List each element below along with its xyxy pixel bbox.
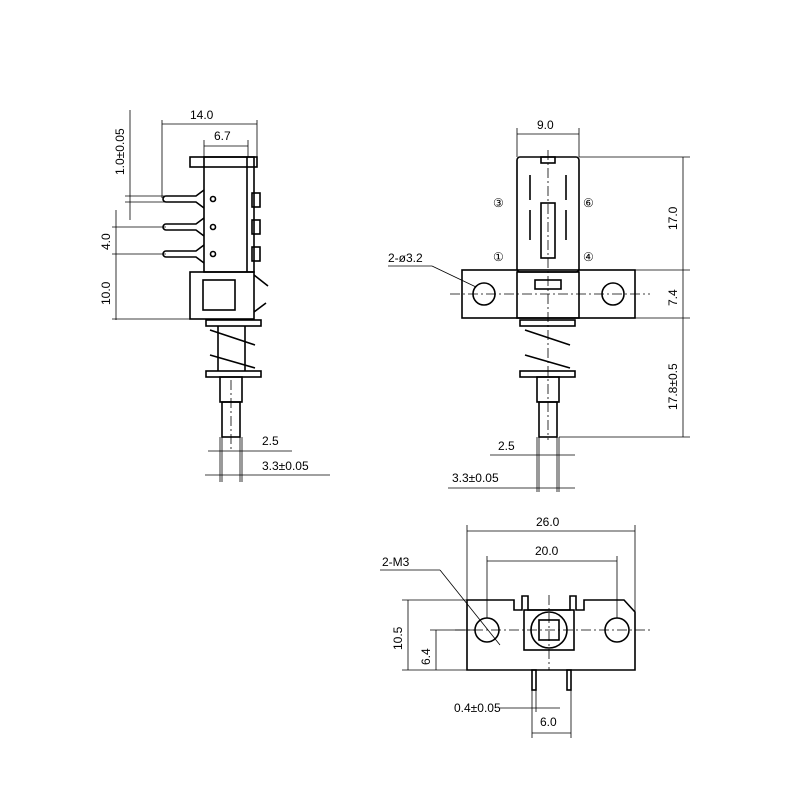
dim-pin-thickness: 1.0±0.05 — [113, 128, 127, 175]
dim-shaft-outer-side: 3.3±0.05 — [262, 459, 309, 473]
dim-shaft-inner-side: 2.5 — [262, 434, 279, 448]
dim-width-total: 14.0 — [190, 108, 214, 122]
dim-pin-to-base: 10.0 — [99, 281, 113, 305]
dim-thread: 2-M3 — [382, 555, 410, 569]
dim-hole-spacing: 20.0 — [535, 544, 559, 558]
dim-pin-pitch: 4.0 — [99, 233, 113, 250]
dim-shaft-outer-front: 3.3±0.05 — [452, 471, 499, 485]
dim-shaft-length: 17.8±0.5 — [666, 363, 680, 410]
pin-label-6: ⑥ — [583, 196, 594, 210]
dim-pin-spacing: 6.0 — [540, 715, 557, 729]
dim-body-height: 17.0 — [666, 206, 680, 230]
pin-label-3: ③ — [493, 196, 504, 210]
side-view: 14.0 6.7 1.0±0.05 4.0 10.0 2.5 3.3±0.05 — [99, 108, 330, 482]
dim-pin-thickness-bottom: 0.4±0.05 — [454, 701, 501, 715]
dim-height: 10.5 — [391, 626, 405, 650]
dim-shaft-inner-front: 2.5 — [498, 439, 515, 453]
pin-label-4: ④ — [583, 250, 594, 264]
front-view: ③ ⑥ ① ④ 9.0 17.0 7.4 17.8±0.5 2-ø3.2 — [388, 118, 690, 492]
dim-body-width: 9.0 — [537, 118, 554, 132]
dim-total-width: 26.0 — [536, 515, 560, 529]
pins — [162, 189, 261, 264]
pin-label-1: ① — [493, 250, 504, 264]
bottom-view: 26.0 20.0 2-M3 10.5 6.4 0.4±0.05 6.0 — [380, 515, 650, 738]
dim-hole: 2-ø3.2 — [388, 251, 423, 265]
dim-hole-height: 6.4 — [419, 648, 433, 665]
dim-flange-height: 7.4 — [666, 289, 680, 306]
dim-width-body: 6.7 — [214, 129, 231, 143]
